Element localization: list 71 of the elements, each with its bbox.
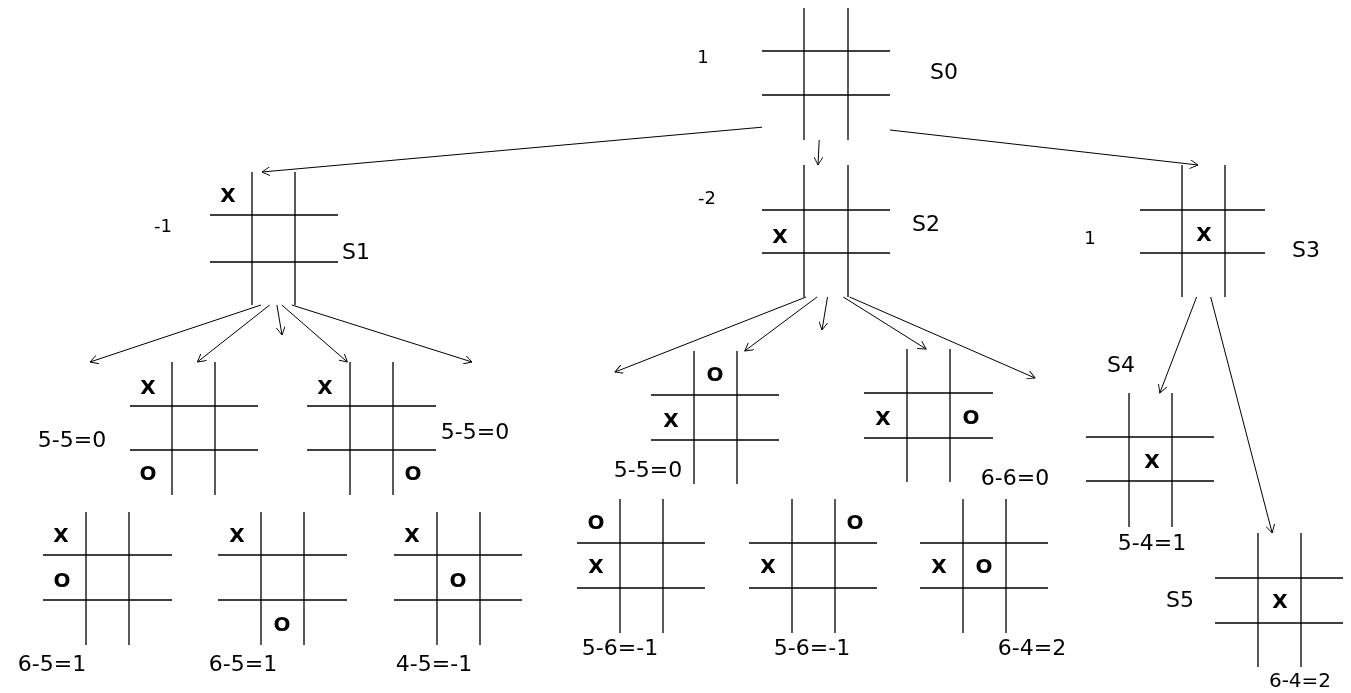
arrow <box>614 296 807 374</box>
board-mark: X <box>317 377 333 397</box>
score-label: 5-5=0 <box>440 421 510 443</box>
score-label: 1 <box>697 48 709 66</box>
board-mark: O <box>449 570 467 590</box>
tic-tac-toe-board <box>394 512 522 645</box>
board-mark: X <box>1196 224 1212 244</box>
board-mark: X <box>220 185 236 205</box>
board-mark: O <box>706 364 724 384</box>
state-label: S5 <box>1166 589 1194 611</box>
score-label: 6-5=1 <box>17 653 87 675</box>
score-label: -2 <box>698 189 716 207</box>
board-mark: O <box>962 407 980 427</box>
board-mark: X <box>772 226 788 246</box>
score-label: 5-6=-1 <box>581 637 659 659</box>
board-mark: O <box>53 570 71 590</box>
score-label: 4-5=-1 <box>395 653 473 675</box>
score-label: 1 <box>1084 229 1096 247</box>
score-label: 6-5=1 <box>208 653 278 675</box>
board-mark: X <box>404 525 420 545</box>
state-label: S1 <box>342 241 370 263</box>
tic-tac-toe-board <box>1140 165 1265 297</box>
board-mark: X <box>229 525 245 545</box>
arrow <box>196 304 271 363</box>
board-mark: O <box>273 614 291 634</box>
board-mark: X <box>1144 451 1160 471</box>
tic-tac-toe-board <box>307 362 436 495</box>
tic-tac-toe-board <box>577 499 705 633</box>
score-label: 6-4=2 <box>997 637 1067 659</box>
board-mark: O <box>975 556 993 576</box>
score-label: -1 <box>154 217 172 235</box>
board-mark: X <box>931 556 947 576</box>
tic-tac-toe-board <box>43 512 172 645</box>
arrow <box>1158 296 1198 394</box>
board-mark: X <box>53 525 69 545</box>
tic-tac-toe-board <box>762 8 890 140</box>
arrow <box>744 296 818 352</box>
score-label: 5-5=0 <box>37 429 107 451</box>
board-mark: O <box>139 463 157 483</box>
board-mark: X <box>1272 591 1288 611</box>
tic-tac-toe-board <box>130 362 258 495</box>
score-label: 5-5=0 <box>613 459 683 481</box>
board-mark: X <box>875 408 891 428</box>
tic-tac-toe-board <box>218 512 347 645</box>
score-label: 5-4=1 <box>1117 532 1187 554</box>
tic-tac-toe-board <box>210 172 338 305</box>
board-mark: X <box>588 556 604 576</box>
arrow <box>849 296 1036 380</box>
arrow <box>291 304 473 365</box>
arrow <box>89 304 262 365</box>
arrow <box>1210 296 1275 534</box>
score-label: 6-4=2 <box>1268 670 1332 690</box>
tic-tac-toe-board <box>749 499 877 633</box>
tic-tac-toe-board <box>762 165 890 297</box>
tic-tac-toe-board <box>920 499 1048 633</box>
board-mark: X <box>663 410 679 430</box>
tic-tac-toe-board <box>1215 533 1343 667</box>
tic-tac-toe-board <box>1086 393 1214 527</box>
arrow <box>842 296 927 350</box>
board-mark: O <box>846 512 864 532</box>
state-label: S3 <box>1292 239 1320 261</box>
board-mark: X <box>140 377 156 397</box>
board-mark: O <box>587 512 605 532</box>
board-mark: X <box>760 556 776 576</box>
state-label: S2 <box>912 213 940 235</box>
arrow <box>281 304 348 363</box>
score-label: 5-6=-1 <box>773 637 851 659</box>
state-label: S4 <box>1107 354 1135 376</box>
state-label: S0 <box>930 61 958 83</box>
score-label: 6-6=0 <box>980 467 1050 489</box>
board-mark: O <box>404 463 422 483</box>
